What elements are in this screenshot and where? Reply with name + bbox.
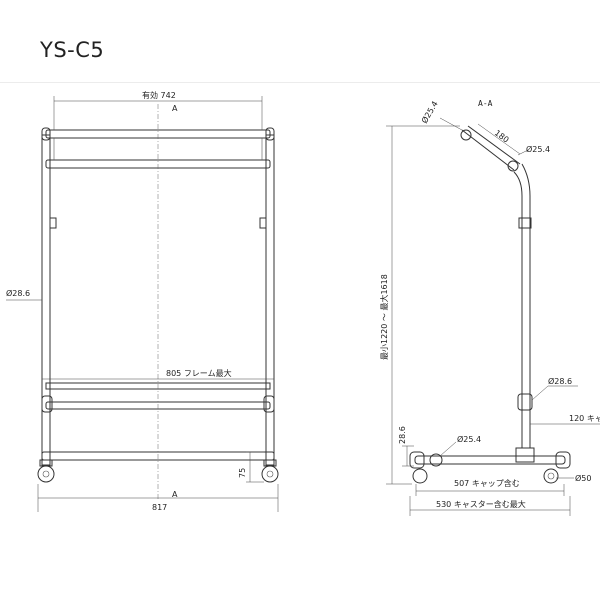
front-pipe-diameter-label: Ø28.6 <box>6 288 30 298</box>
frame-max-label: 805 フレーム最大 <box>166 368 232 378</box>
front-view: 有効 742 A A Ø28.6 805 フレーム最大 75 817 <box>6 90 279 512</box>
caster-max-width-label: 530 キャスター含む最大 <box>436 499 526 509</box>
side-base-joint <box>429 453 443 467</box>
side-base-rail <box>414 455 566 465</box>
caster-height-label: 75 <box>238 468 247 478</box>
section-label: A-A <box>478 99 493 108</box>
effective-width-label: 有効 742 <box>142 90 176 100</box>
page-title: YS-C5 <box>40 38 105 62</box>
section-mark-top: A <box>172 104 178 113</box>
front-left-knob <box>49 217 57 229</box>
side-pole-right-edge <box>521 163 531 448</box>
side-pole-knob <box>518 217 532 229</box>
front-right-knob <box>259 217 267 229</box>
side-pole-left-edge <box>513 171 523 448</box>
caster-diameter-label: Ø50 <box>575 473 591 483</box>
side-left-caster <box>412 468 428 484</box>
base-height-label: 28.6 <box>398 426 407 444</box>
front-left-caster <box>37 465 55 483</box>
section-mark-bottom: A <box>172 490 178 499</box>
height-range-label: 最小1220 ～ 最大1618 <box>379 274 389 360</box>
front-top-left-cap <box>41 127 51 141</box>
top-diameter-label: Ø25.4 <box>419 99 440 125</box>
mid-diameter-label: Ø28.6 <box>548 376 572 386</box>
side-view: A-A Ø25.4 180 Ø25.4 最小1220 ～ <box>379 99 600 516</box>
arm-top-joint <box>460 129 472 141</box>
side-base-right-cap <box>555 451 571 469</box>
arm-diameter-label: Ø25.4 <box>526 144 550 154</box>
header-divider <box>0 82 600 83</box>
overall-width-label: 817 <box>152 503 167 512</box>
base-pipe-diameter-label: Ø25.4 <box>457 434 481 444</box>
side-right-caster <box>543 468 559 484</box>
cap-width-label: 507 キャップ含む <box>454 478 520 488</box>
front-lower-right-joint <box>263 395 275 413</box>
front-right-caster <box>261 465 279 483</box>
side-pole-joint <box>517 393 533 411</box>
front-top-right-cap <box>265 127 275 141</box>
offset-label: 120 キャ <box>569 414 600 423</box>
front-right-upright <box>265 134 275 466</box>
side-pole-base-mount <box>515 447 535 463</box>
side-base-left-cap <box>409 451 425 469</box>
arm-length-label: 180 <box>493 128 511 144</box>
arm-lower-joint <box>507 160 519 172</box>
front-left-upright <box>41 134 51 466</box>
front-lower-left-joint <box>41 395 53 413</box>
